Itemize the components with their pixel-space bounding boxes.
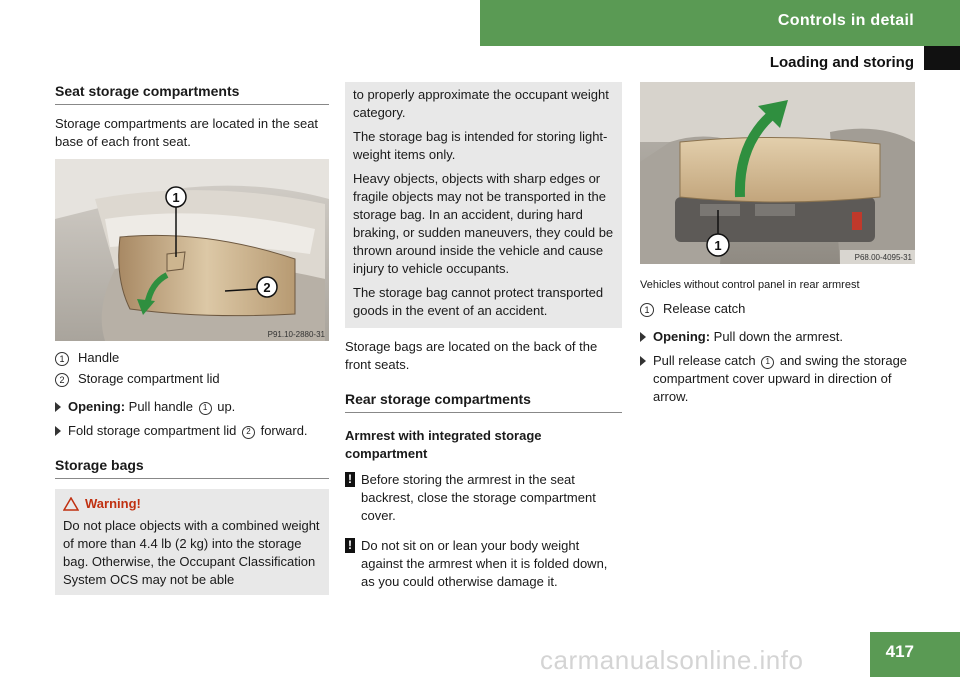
instruction-step: Fold storage compartment lid 2 forward. bbox=[55, 422, 329, 440]
step-triangle-icon bbox=[640, 356, 646, 366]
section-title: Controls in detail bbox=[777, 12, 914, 29]
warning-text: to properly approximate the occupant wei… bbox=[353, 87, 609, 120]
legend-text: Handle bbox=[78, 350, 120, 365]
header-tab-marker bbox=[924, 46, 960, 70]
warning-text: The storage bag cannot protect transport… bbox=[353, 285, 604, 318]
upward-arrow-icon bbox=[734, 108, 779, 198]
seat-storage-image: 1 2 P91.10-2880-31 bbox=[55, 159, 329, 341]
image-code: P68.00-4095-31 bbox=[855, 253, 913, 262]
legend-number: 1 bbox=[55, 352, 69, 366]
callout-2: 2 bbox=[263, 280, 270, 295]
warning-title: Warning! bbox=[85, 496, 141, 511]
section-heading: Rear storage compartments bbox=[345, 390, 622, 413]
image-caption: Vehicles without control panel in rear a… bbox=[640, 279, 860, 291]
watermark: carmanualsonline.info bbox=[540, 645, 804, 675]
caution-exclamation-icon: ! bbox=[345, 538, 355, 553]
legend-text: Storage compartment lid bbox=[78, 371, 220, 386]
instruction-step: Opening: Pull down the armrest. bbox=[640, 328, 915, 346]
subsection-heading: Armrest with integrated storage compartm… bbox=[345, 428, 542, 461]
callout-1: 1 bbox=[714, 238, 721, 253]
warning-box-continued: to properly approximate the occupant wei… bbox=[345, 82, 622, 328]
legend-number: 2 bbox=[55, 373, 69, 387]
page-number: 417 bbox=[870, 632, 960, 677]
legend-item: 2 Storage compartment lid bbox=[55, 370, 329, 388]
section-heading: Seat storage compartments bbox=[55, 82, 329, 105]
legend-number: 1 bbox=[640, 303, 654, 317]
caution-note: !Before storing the armrest in the seat … bbox=[345, 471, 622, 525]
column-1: Seat storage compartments Storage compar… bbox=[55, 82, 329, 595]
subsection-title: Loading and storing bbox=[769, 54, 914, 71]
legend-text: Release catch bbox=[663, 301, 746, 316]
header-band bbox=[480, 0, 960, 46]
warning-box: Warning! Do not place objects with a com… bbox=[55, 489, 329, 595]
section-heading: Storage bags bbox=[55, 456, 329, 479]
step-triangle-icon bbox=[55, 402, 61, 412]
body-text: Storage bags are located on the back of … bbox=[345, 339, 598, 372]
step-triangle-icon bbox=[55, 426, 61, 436]
warning-text: Do not place objects with a combined wei… bbox=[63, 518, 320, 587]
callout-1: 1 bbox=[172, 190, 179, 205]
column-3: 1 P68.00-4095-31 Vehicles without contro… bbox=[640, 82, 915, 412]
image-code: P91.10-2880-31 bbox=[268, 330, 326, 339]
instruction-step: Pull release catch 1 and swing the stora… bbox=[640, 352, 915, 406]
caution-exclamation-icon: ! bbox=[345, 472, 355, 487]
legend-item: 1 Release catch bbox=[640, 300, 915, 318]
warning-triangle-icon bbox=[63, 497, 79, 511]
warning-text: Heavy objects, objects with sharp edges … bbox=[353, 171, 614, 276]
intro-text: Storage compartments are located in the … bbox=[55, 116, 319, 149]
legend-item: 1 Handle bbox=[55, 349, 329, 367]
warning-text: The storage bag is intended for storing … bbox=[353, 129, 608, 162]
instruction-step: Opening: Pull handle 1 up. bbox=[55, 398, 329, 416]
step-triangle-icon bbox=[640, 332, 646, 342]
column-2: to properly approximate the occupant wei… bbox=[345, 82, 622, 603]
caution-note: !Do not sit on or lean your body weight … bbox=[345, 537, 622, 591]
armrest-image: 1 P68.00-4095-31 bbox=[640, 82, 915, 264]
